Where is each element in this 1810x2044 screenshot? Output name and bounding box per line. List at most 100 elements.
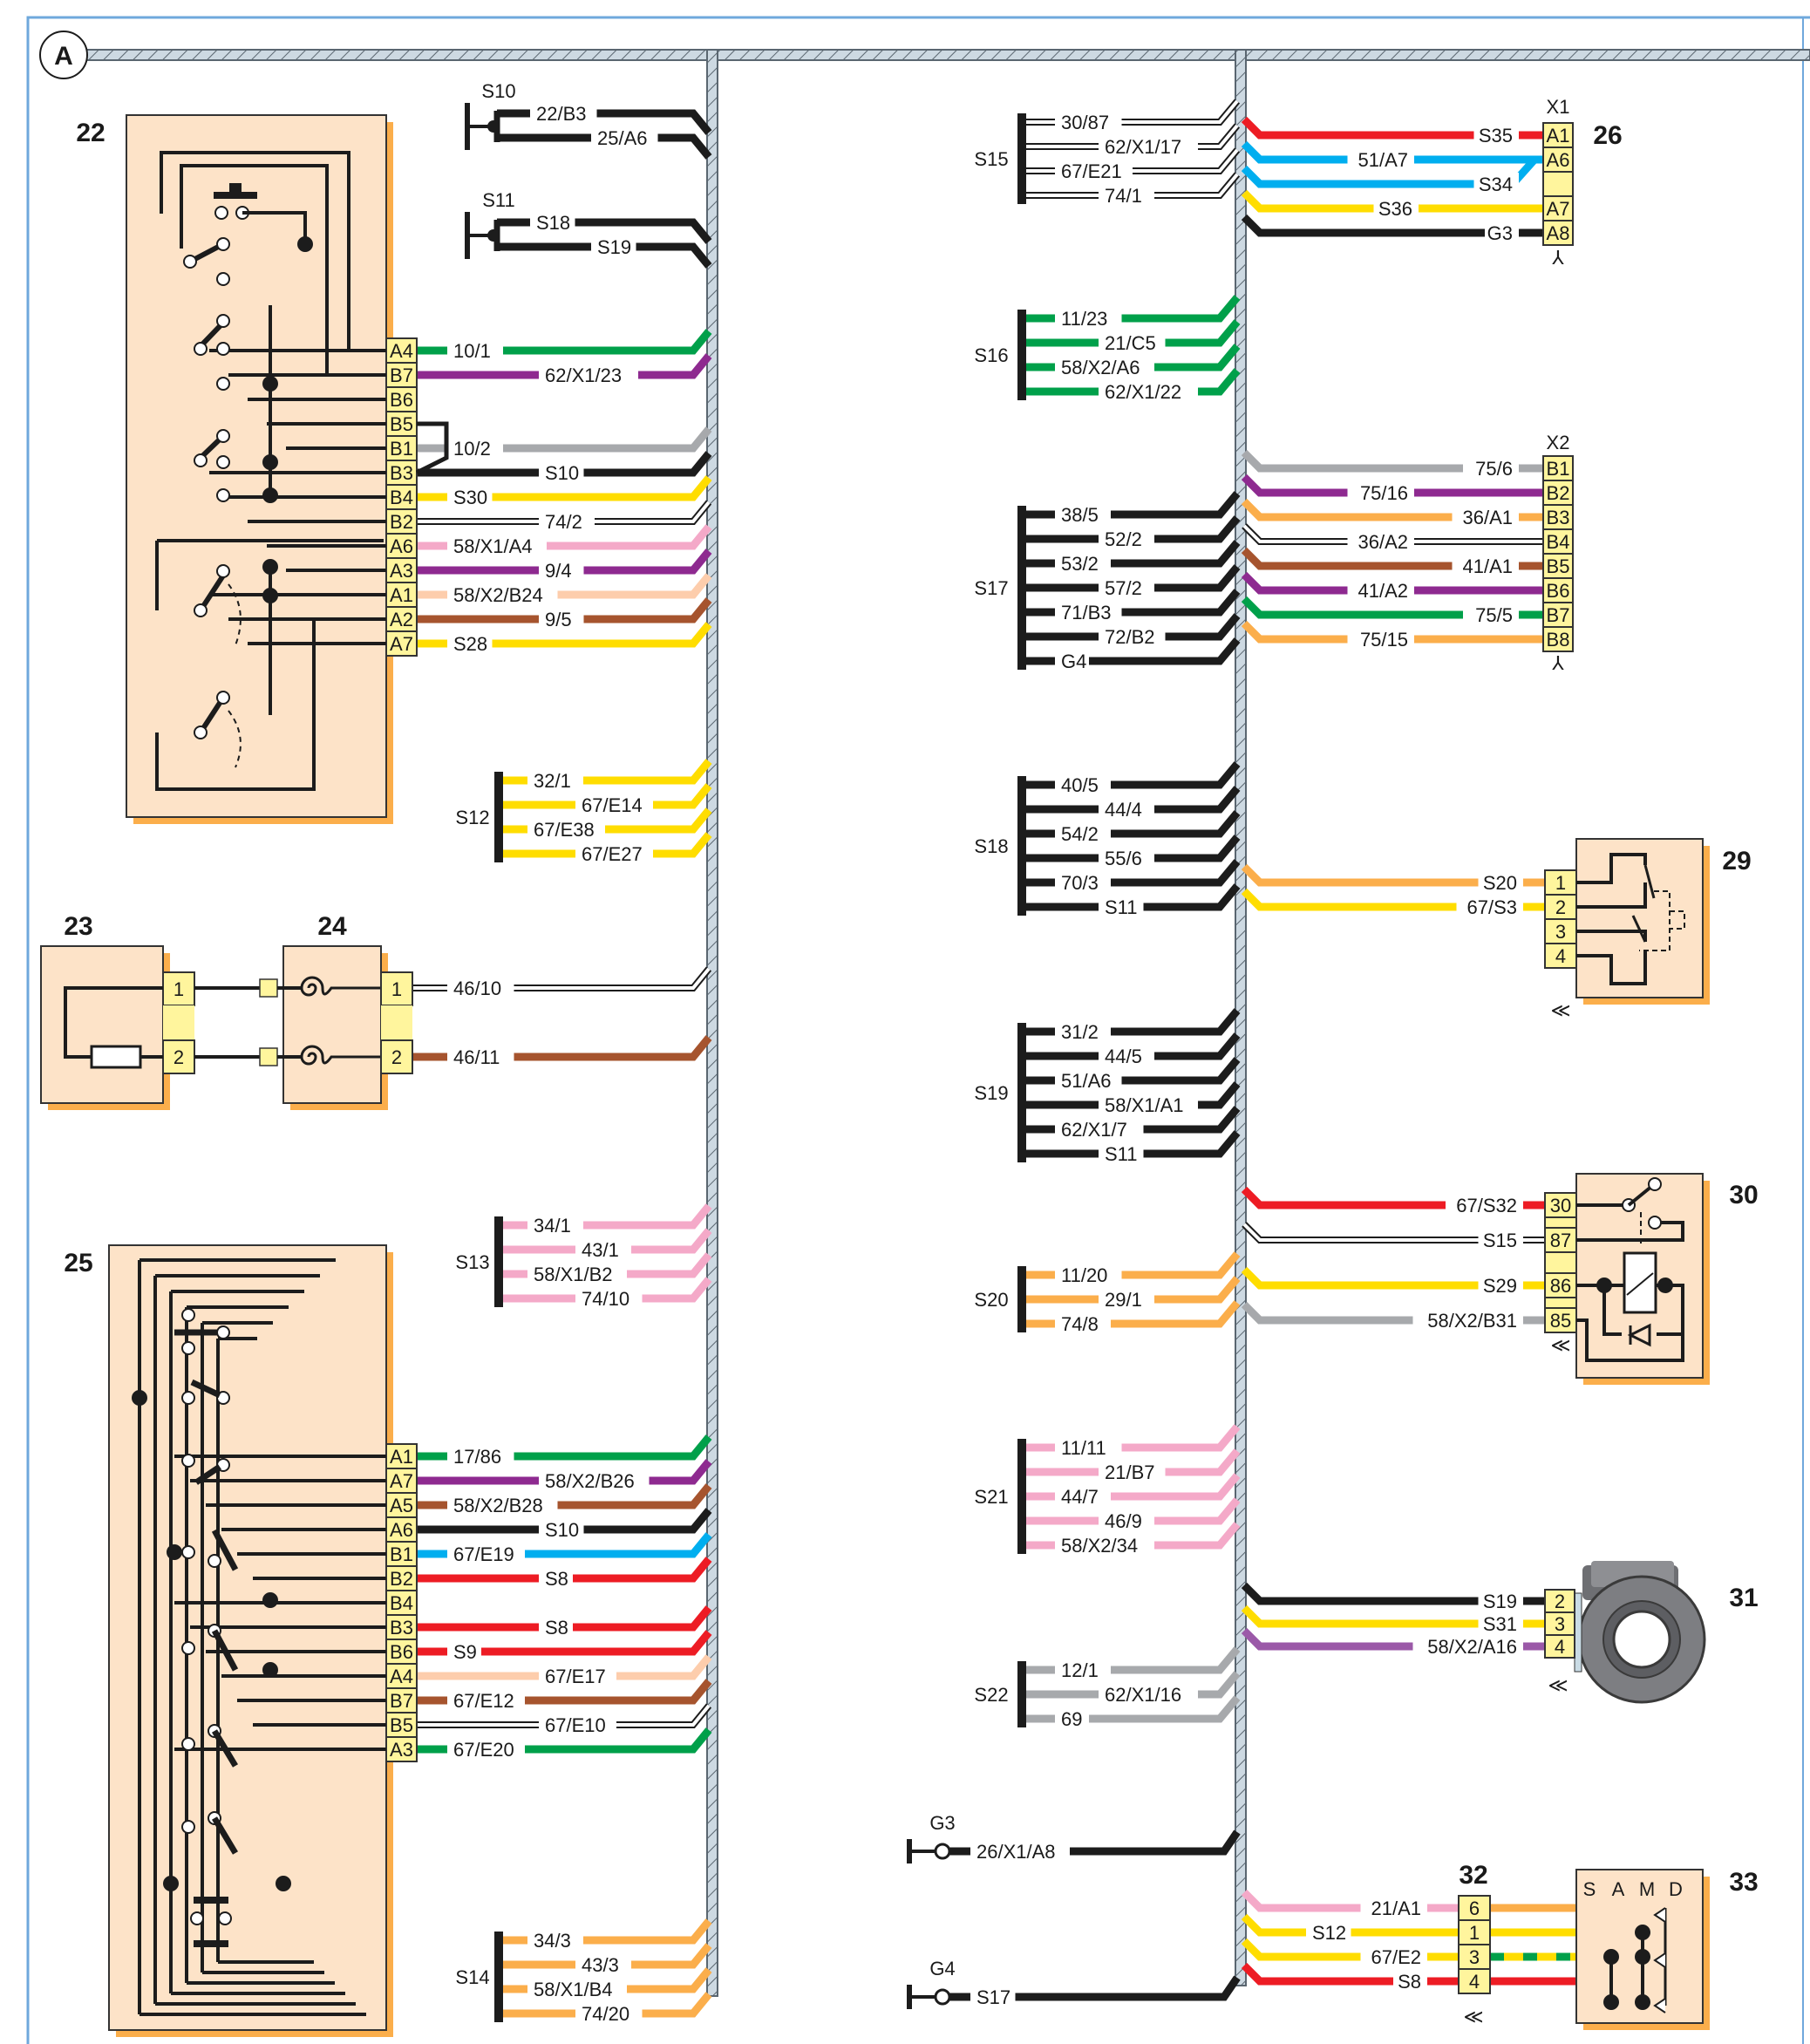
connector-x2-pin-B3 [1542,504,1574,530]
component-31-number: 31 [1729,1584,1758,1612]
connector-29-pin-2-label: 2 [1555,896,1566,918]
wire-x1-a1 [1241,116,1543,140]
coil-line [1626,1272,1654,1296]
wire-label-bg [1099,528,1154,550]
wire-22-A4 [417,329,712,355]
contact [194,453,208,467]
component-26-number: 26 [1593,121,1622,150]
connector-25-pin-A7-label: A7 [390,1470,413,1492]
wire-label: 44/5 [1105,1046,1142,1067]
wire-label: 62/X1/16 [1105,1684,1181,1706]
switch-blade [211,1629,239,1672]
wire-label: 43/1 [582,1239,619,1261]
wire-label-bg [575,1287,643,1310]
connector-x2-pin-B2 [1542,480,1574,506]
wire-label-bg [1099,1683,1198,1706]
component-24-number: 24 [317,912,347,941]
contact [216,564,230,578]
wire-label-bg [575,1953,631,1976]
splice-S17-name: S17 [974,577,1008,599]
wire-25-A6 [417,1508,712,1534]
junction [1635,1949,1650,1965]
wire-label-bg [1055,1312,1111,1335]
connector-x2-pin-B6 [1542,577,1574,603]
wire-label: S28 [453,633,487,655]
wire-label: 74/2 [545,511,582,533]
wire-x2-B3 [1241,498,1543,521]
connector-x2-pin-B7-label: B7 [1547,604,1570,626]
connector-25-pin-B4-label: B4 [390,1592,413,1614]
connector-25-pin-A1-label: A1 [390,1446,413,1468]
internal-line [180,164,329,375]
wire-label-bg [447,1445,514,1468]
wire-label-bg [1055,1069,1122,1092]
wire-x2-B1 [1241,449,1543,473]
wire-label-bg [1360,1897,1427,1919]
wire-label-bg [970,1986,1016,2008]
push-button-icon [194,1940,228,1947]
wire-label-bg [1099,135,1198,158]
wire-S15-0 [1022,99,1241,126]
connector-lock-icon: ⅄ [1551,652,1564,674]
junction [132,1390,147,1406]
inline-connector [259,1047,278,1066]
connector-31-pin-4 [1544,1634,1575,1659]
connector-29-pin-1 [1544,869,1577,896]
component-29 [1575,838,1704,998]
wire-S19-1 [1022,1032,1241,1060]
wire-label: S29 [1483,1275,1517,1297]
wire-label: 58/X2/34 [1061,1535,1138,1557]
splice-S15-bar [1017,113,1026,204]
wire-S18-0 [1022,761,1241,789]
wire-label: 67/E20 [453,1739,514,1761]
frame-border [26,16,1810,2044]
connector-22-pin-A6-label: A6 [390,535,413,557]
connector-25-pin-B1-label: B1 [390,1543,413,1565]
wire-label-bg [1347,481,1414,504]
junction [262,487,278,503]
wire-label: S15 [1483,1230,1517,1251]
wire-label: 58/X2/B28 [453,1495,543,1516]
contact [194,603,208,617]
connector-22-pin-B2-label: B2 [390,511,413,533]
wire-label-bg [1055,1707,1089,1730]
wire-label: 69 [1061,1708,1082,1730]
wire-S22-1 [1022,1671,1241,1699]
internal-line [64,986,163,1059]
junction [262,588,278,603]
mechanical-link [228,583,242,768]
connector-x1-pin-A8-label: A8 [1547,222,1570,244]
wire-label: 74/8 [1061,1313,1099,1335]
wire-label-bg [1478,1612,1523,1635]
contact [183,255,197,269]
wire-x2-B6 [1241,571,1543,595]
component-33-number: 33 [1729,1868,1758,1897]
component-32-number: 32 [1459,1861,1487,1890]
splice-S21-name: S21 [974,1486,1008,1508]
wire-label-bg [1055,871,1111,894]
wire-30-87-core [1242,1223,1545,1242]
wire-label: 58/X2/B26 [545,1470,635,1492]
push-button-icon [194,1897,228,1904]
internal-line [1576,853,1647,884]
wire-25-B2 [417,1557,712,1583]
wire-label-bg [575,1238,631,1261]
component-30-number: 30 [1729,1181,1758,1209]
contact [181,1545,195,1559]
wire-x2-B2 [1241,474,1543,497]
connector-31-plate [1574,1592,1582,1673]
wire-label-bg [527,1978,627,2000]
wire-label-bg [1055,111,1122,133]
splice-S21-bar [1017,1439,1026,1554]
wire-S15-3-core [1022,173,1239,197]
connector-22-pin-A3-label: A3 [390,560,413,582]
wire-S20-0 [1022,1251,1241,1279]
contact [216,691,230,705]
wire-label-bg [1099,380,1198,403]
wire-S19-0 [1022,1008,1241,1036]
wire-label-bg [447,1046,514,1068]
wire-label: 46/10 [453,978,501,999]
internal-line [242,211,307,244]
wire-label: S11 [1105,1143,1138,1165]
